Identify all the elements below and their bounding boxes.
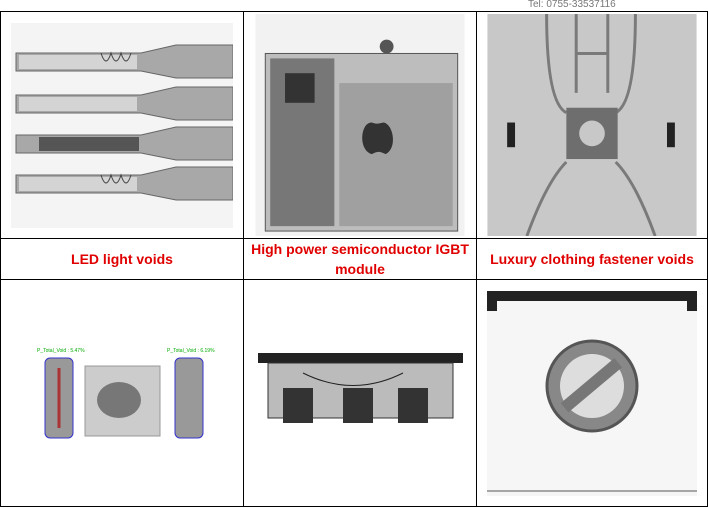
- label-fastener: Luxury clothing fastener voids: [476, 238, 708, 280]
- xray-coils-cell: [0, 11, 244, 239]
- xray-led-cell: P_Total_Void : 5.47% P_Total_Void : 6.19…: [0, 279, 244, 507]
- xray-phone-cell: [243, 11, 477, 239]
- xray-circuit-image: [487, 14, 697, 236]
- tel-text: Tel: 0755-33537116: [528, 0, 616, 10]
- label-led: LED light voids: [0, 238, 244, 280]
- xray-led-image: P_Total_Void : 5.47% P_Total_Void : 6.19…: [7, 308, 237, 478]
- label-igbt: High power semiconductor IGBT module: [243, 238, 477, 280]
- sample-table: LED light voids High power semiconductor…: [0, 11, 708, 507]
- xray-igbt-cell: [243, 279, 477, 507]
- right-void-label: P_Total_Void : 6.19%: [167, 348, 215, 354]
- xray-fastener-cell: [476, 279, 708, 507]
- left-void-label: P_Total_Void : 5.47%: [37, 348, 85, 354]
- xray-igbt-image: [252, 348, 468, 438]
- xray-fastener-image: [487, 290, 697, 496]
- xray-phone-image: [255, 14, 465, 236]
- xray-circuit-cell: [476, 11, 708, 239]
- xray-coils-image: [11, 22, 233, 228]
